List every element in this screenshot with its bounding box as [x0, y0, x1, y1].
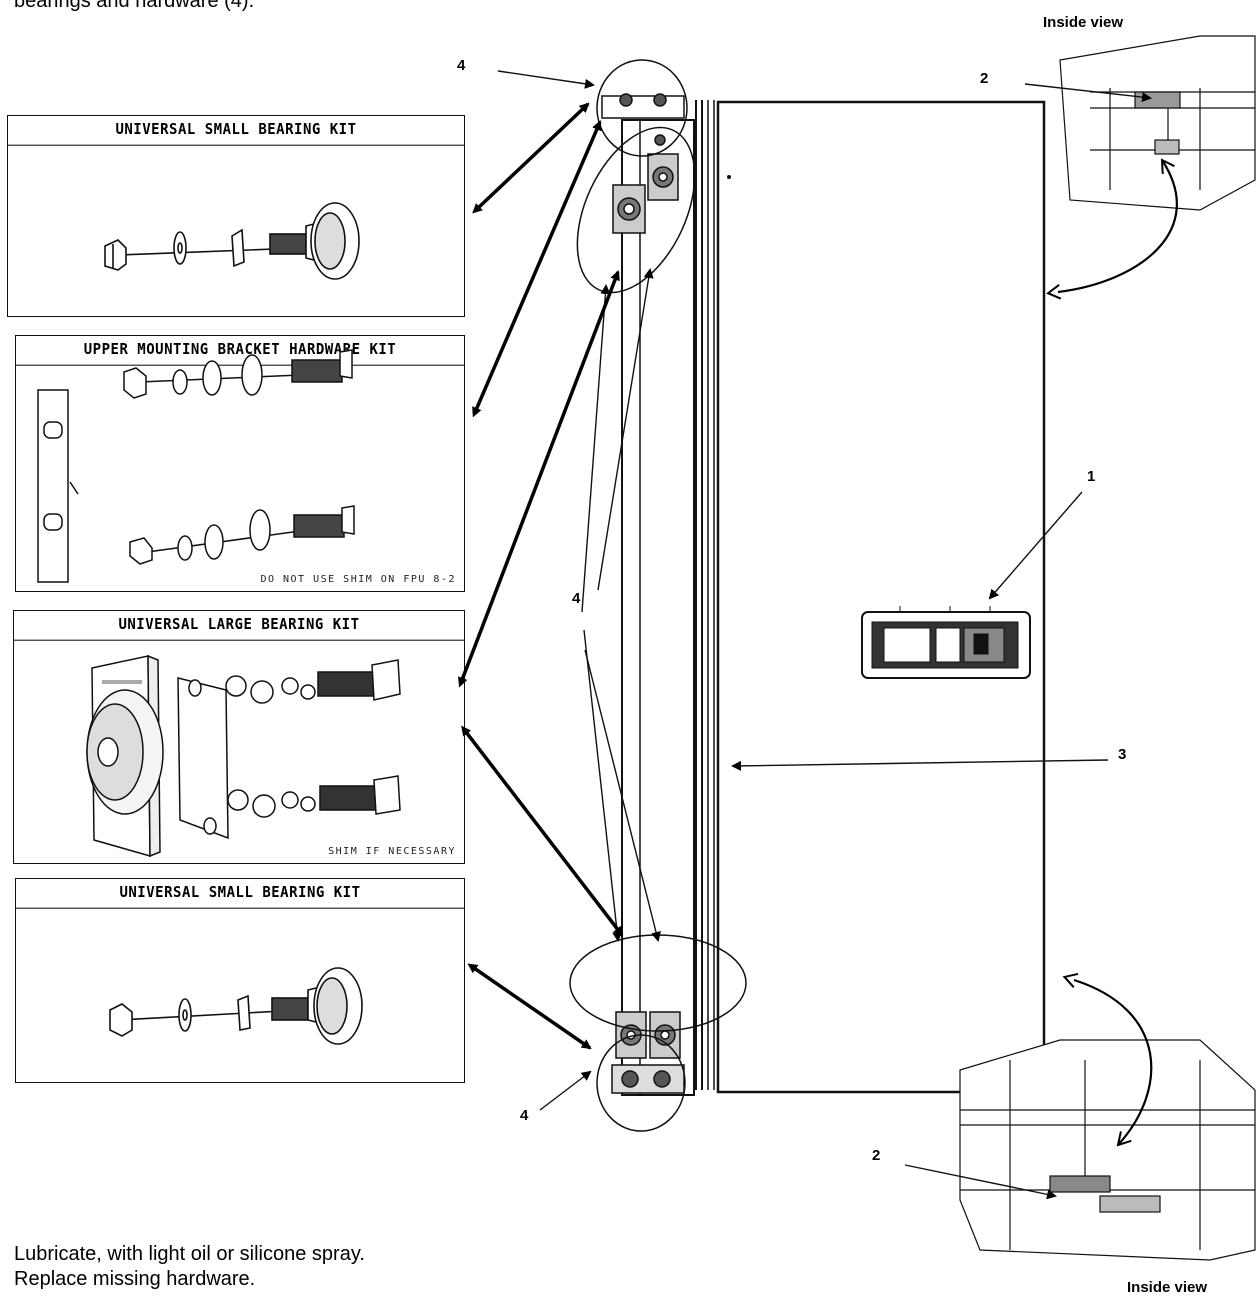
kit-to-door-arrows — [458, 102, 624, 1050]
callout-leaders — [497, 70, 1152, 1200]
intro-text: bearings and hardware (4). — [14, 0, 255, 12]
kit-note: DO NOT USE SHIM ON FPU 8-2 — [260, 574, 456, 585]
upper-bracket-kit-parts — [37, 349, 355, 583]
kit-universal-small-bearing-top: UNIVERSAL SMALL BEARING KIT — [7, 115, 465, 317]
door-panel — [621, 100, 1046, 1096]
callout-4-middle: 4 — [572, 590, 581, 607]
callout-2-bottom: 2 — [872, 1147, 881, 1164]
inside-view-label-bottom: Inside view — [1127, 1279, 1208, 1296]
footer-note-line-1: Lubricate, with light oil or silicone sp… — [14, 1243, 365, 1265]
kit-title: UNIVERSAL LARGE BEARING KIT — [14, 610, 464, 641]
kit-title: UNIVERSAL SMALL BEARING KIT — [8, 115, 464, 146]
large-bearing-kit-parts — [86, 654, 401, 858]
door-top-bearings — [601, 93, 685, 234]
small-bearing-kit-parts-bottom — [109, 967, 363, 1045]
footer-note-line-2: Replace missing hardware. — [14, 1268, 256, 1290]
callout-4-bottom: 4 — [520, 1107, 529, 1124]
inset-curved-arrows — [1046, 158, 1178, 1147]
kit-title: UPPER MOUNTING BRACKET HARDWARE KIT — [16, 335, 464, 366]
small-bearing-kit-parts-top — [104, 202, 360, 280]
callout-1: 1 — [1087, 468, 1096, 485]
callout-2-top: 2 — [980, 70, 989, 87]
door-latch — [861, 606, 1031, 679]
callout-4-top: 4 — [457, 57, 466, 74]
kit-note: SHIM IF NECESSARY — [328, 846, 456, 857]
inside-view-label-top: Inside view — [1043, 14, 1124, 31]
inside-view-top-inset — [1059, 35, 1256, 211]
inside-view-bottom-inset — [959, 1039, 1256, 1261]
kit-title: UNIVERSAL SMALL BEARING KIT — [16, 878, 464, 909]
callout-3: 3 — [1118, 746, 1127, 763]
door-bottom-bearings — [611, 1011, 685, 1094]
kit-universal-small-bearing-bottom: UNIVERSAL SMALL BEARING KIT — [15, 878, 465, 1083]
